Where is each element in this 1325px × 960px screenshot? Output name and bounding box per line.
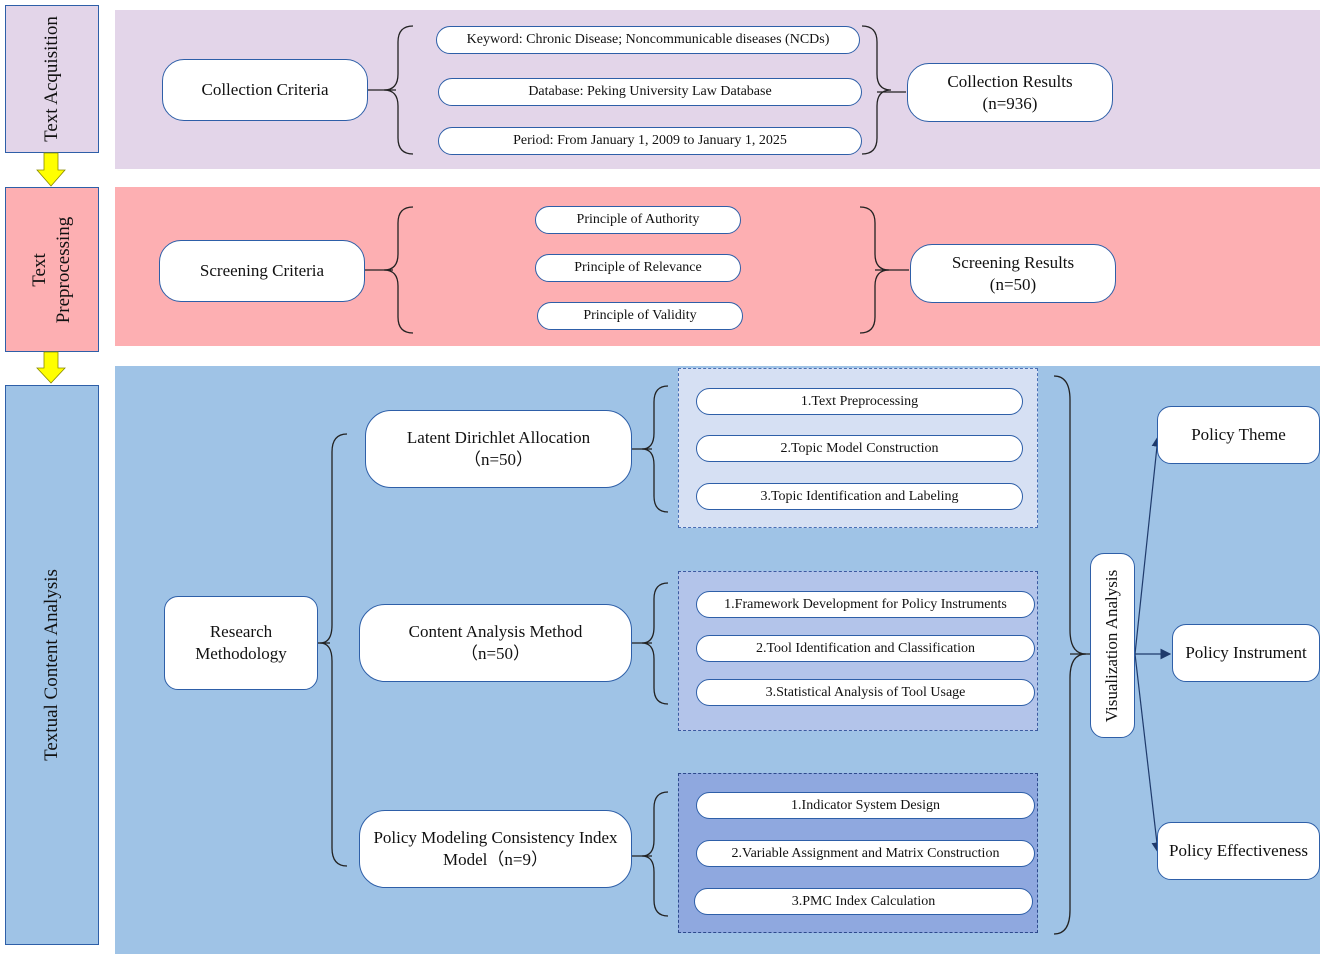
visualization-analysis-box: Visualization Analysis [1090, 553, 1135, 738]
stage-textual-content-analysis: Textual Content Analysis [5, 385, 99, 945]
lda-method-box: Latent Dirichlet Allocation （n=50） [365, 410, 632, 488]
database-item: Database: Peking University Law Database [438, 78, 862, 106]
pmc-step-2: 2.Variable Assignment and Matrix Constru… [696, 840, 1035, 867]
content-analysis-method-box: Content Analysis Method （n=50） [359, 604, 632, 682]
content-step-2: 2.Tool Identification and Classification [696, 635, 1035, 662]
principle-relevance: Principle of Relevance [535, 254, 741, 282]
principle-authority: Principle of Authority [535, 206, 741, 234]
content-step-3: 3.Statistical Analysis of Tool Usage [696, 679, 1035, 706]
lda-step-2: 2.Topic Model Construction [696, 435, 1023, 462]
policy-theme-box: Policy Theme [1157, 406, 1320, 464]
research-methodology-box: Research Methodology [164, 596, 318, 690]
period-item: Period: From January 1, 2009 to January … [438, 127, 862, 155]
stage-text-acquisition: Text Acquisition [5, 5, 99, 153]
collection-criteria-box: Collection Criteria [162, 59, 368, 121]
keyword-item: Keyword: Chronic Disease; Noncommunicabl… [436, 26, 860, 54]
content-step-1: 1.Framework Development for Policy Instr… [696, 591, 1035, 618]
policy-instrument-box: Policy Instrument [1172, 624, 1320, 682]
pmc-method-box: Policy Modeling Consistency Index Model（… [359, 810, 632, 888]
policy-effectiveness-box: Policy Effectiveness [1157, 822, 1320, 880]
screening-results-box: Screening Results (n=50) [910, 244, 1116, 303]
collection-results-box: Collection Results (n=936) [907, 63, 1113, 122]
screening-criteria-box: Screening Criteria [159, 240, 365, 302]
lda-step-3: 3.Topic Identification and Labeling [696, 483, 1023, 510]
pmc-step-3: 3.PMC Index Calculation [694, 888, 1033, 915]
lda-step-1: 1.Text Preprocessing [696, 388, 1023, 415]
pmc-step-1: 1.Indicator System Design [696, 792, 1035, 819]
down-arrows [36, 152, 66, 384]
principle-validity: Principle of Validity [537, 302, 743, 330]
